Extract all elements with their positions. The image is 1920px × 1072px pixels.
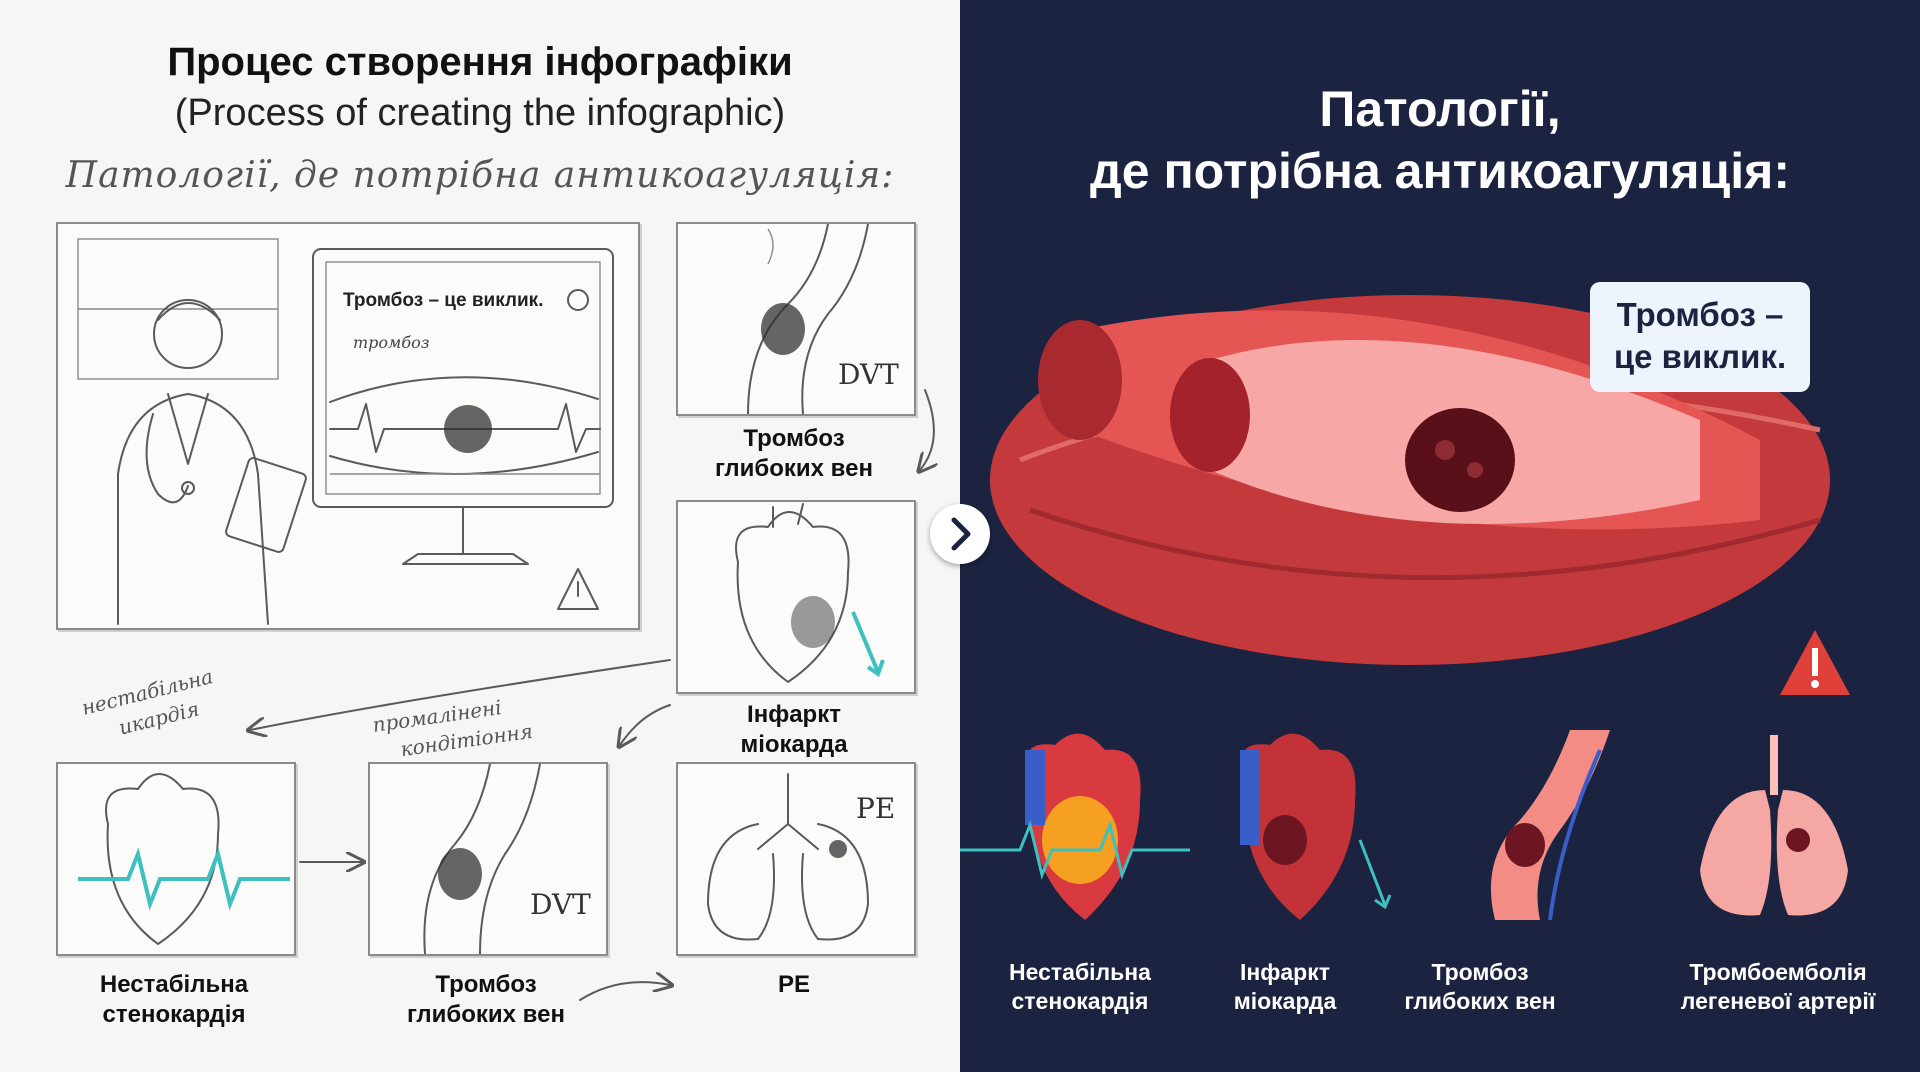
dvt-bottom-caption-2: глибоких вен [407, 1001, 565, 1028]
card-caption-angina-1: Нестабільна [1009, 959, 1151, 985]
angina-heart-icon [960, 733, 1190, 920]
dvt-bottom-sketch: DVT [368, 762, 608, 956]
final-infographic-panel: Патології, де потрібна антикоагуляція: Т… [960, 0, 1920, 1072]
dvt-vein-icon [1490, 730, 1610, 921]
chevron-right-icon [951, 517, 971, 551]
monitor-label: тромбоз [353, 333, 429, 352]
warning-icon [557, 568, 599, 610]
card-caption-angina: Нестабільна стенокардія [980, 958, 1180, 1016]
sketch-panel: Процес створення інфографіки (Process of… [0, 0, 960, 1072]
sketch-handwritten-heading: Патології, де потрібна антикоагуляція: [65, 155, 895, 196]
pe-caption: PE [777, 971, 810, 998]
card-caption-pe-1: Тромбоемболія [1689, 959, 1867, 985]
angina-sketch [56, 762, 296, 956]
mi-caption: Інфаркт міокарда [676, 700, 912, 760]
vessel-illustration [990, 295, 1850, 695]
card-caption-pe: Тромбоемболія легеневої артерії [1658, 958, 1898, 1016]
card-caption-mi-2: міокарда [1233, 988, 1337, 1014]
organ-icons [960, 730, 1848, 921]
doctor-sketch-drawing: Тромбоз – це виклик. тромбоз [77, 238, 614, 625]
bubble-line2: це виклик. [1613, 338, 1787, 375]
mi-heart-icon [1240, 733, 1392, 920]
mi-sketch [676, 500, 916, 694]
angina-caption-1: Нестабільна [99, 971, 249, 998]
dvt-top-sketch: DVT [676, 222, 916, 416]
dvt-top-caption-2: глибоких вен [715, 455, 873, 482]
next-arrow-button[interactable] [930, 504, 990, 564]
card-caption-dvt-2: глибоких вен [1404, 988, 1556, 1014]
dvt-label-bottom: DVT [530, 888, 591, 921]
card-caption-mi-1: Інфаркт [1239, 959, 1331, 985]
sketch-arrows [0, 389, 960, 1001]
angina-caption-2: стенокардія [102, 1001, 246, 1028]
thrombosis-bubble: Тромбоз – це виклик. [1590, 282, 1810, 392]
final-title-line2: де потрібна антикоагуляція: [1090, 143, 1790, 199]
dvt-top-caption-1: Тромбоз [743, 425, 845, 452]
dvt-label-top: DVT [838, 358, 899, 391]
mi-caption-1: Інфаркт [747, 701, 841, 728]
dvt-bottom-caption-1: Тромбоз [435, 971, 537, 998]
pe-lungs-icon [1700, 735, 1848, 916]
angina-caption: Нестабільна стенокардія [56, 970, 292, 1030]
card-caption-mi: Інфаркт міокарда [1185, 958, 1385, 1016]
bubble-line1: Тромбоз – [1616, 296, 1784, 333]
card-caption-angina-2: стенокардія [1011, 988, 1149, 1014]
monitor-heading: Тромбоз – це виклик. [343, 290, 543, 311]
sketch-title: Процес створення інфографіки [167, 40, 793, 84]
doctor-monitor-sketch: Тромбоз – це виклик. тромбоз [56, 222, 640, 630]
dvt-bottom-caption: Тромбоз глибоких вен [368, 970, 604, 1030]
pe-label: PE [856, 792, 895, 825]
pe-sketch: PE [676, 762, 916, 956]
sketch-subtitle: (Process of creating the infographic) [174, 92, 786, 134]
card-caption-pe-2: легеневої артерії [1680, 988, 1876, 1014]
mi-caption-2: міокарда [740, 731, 848, 758]
dvt-top-caption: Тромбоз глибоких вен [676, 424, 912, 484]
final-title-line1: Патології, [1319, 81, 1561, 137]
card-caption-dvt-1: Тромбоз [1431, 959, 1529, 985]
card-caption-dvt: Тромбоз глибоких вен [1380, 958, 1580, 1016]
